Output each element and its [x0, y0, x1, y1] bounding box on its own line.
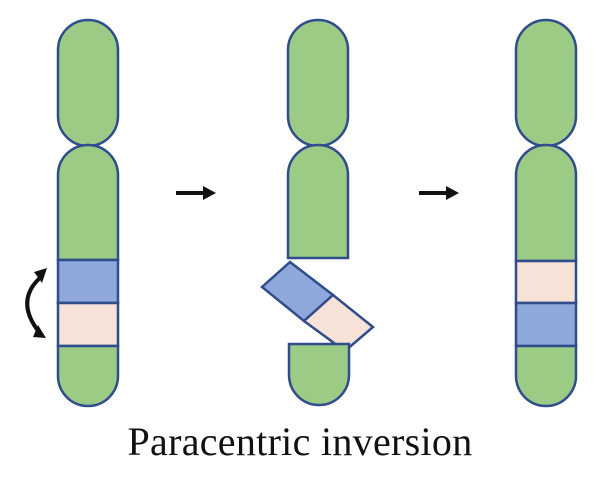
chromosome-inverted [514, 18, 578, 408]
lower-arm-top [56, 143, 120, 262]
upper-arm [56, 18, 120, 148]
lower-arm-bottom [514, 344, 578, 408]
curved-double-arrow-icon [25, 268, 47, 338]
chromosome-original [56, 18, 120, 408]
upper-arm [514, 18, 578, 148]
right-arrow-icon [176, 186, 216, 200]
lower-arm-bottom [287, 342, 351, 407]
right-arrow-icon [419, 186, 459, 200]
upper-arm [286, 18, 350, 148]
chromosome-breaking [260, 18, 375, 407]
lower-arm-top [286, 143, 350, 260]
segment-b [56, 301, 120, 348]
segment-b [514, 259, 578, 305]
diagram-caption: Paracentric inversion [127, 419, 473, 464]
segment-a [514, 301, 578, 348]
segment-a [56, 258, 120, 305]
lower-arm-bottom [56, 344, 120, 408]
segment-b [302, 293, 375, 353]
lower-arm-top [514, 143, 578, 263]
